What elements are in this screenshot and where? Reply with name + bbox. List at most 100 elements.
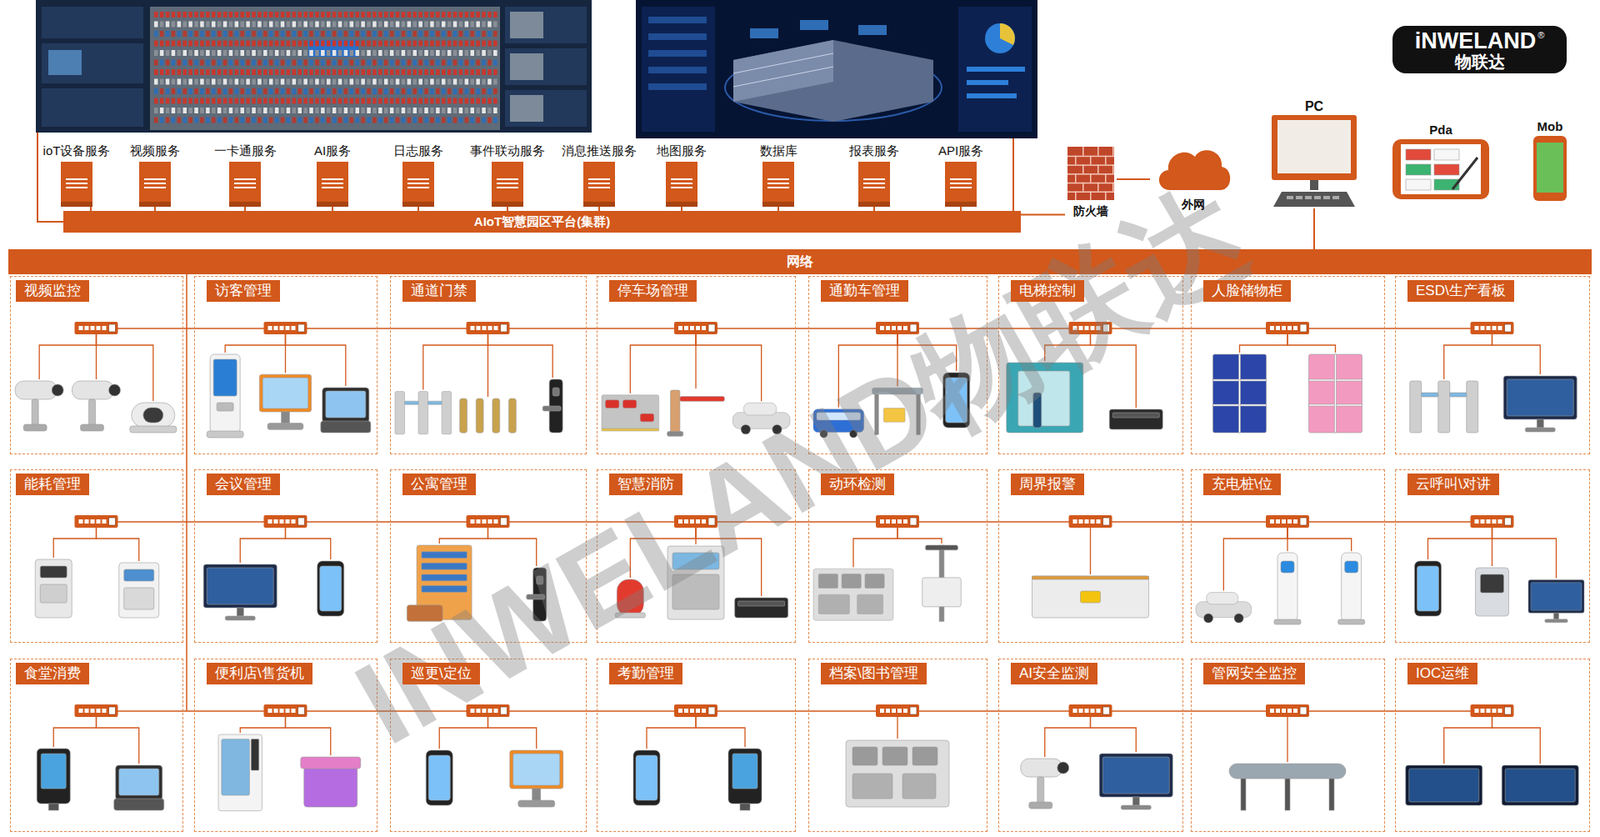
icon-part xyxy=(1452,157,1478,190)
dashboard-screen-part xyxy=(966,80,1009,85)
panel-title: 会议管理 xyxy=(206,473,280,495)
device-icons-part-part xyxy=(552,387,560,396)
device-icons-part-part xyxy=(124,569,155,581)
parking-map-part xyxy=(418,98,423,105)
parking-map-part xyxy=(315,30,320,37)
parking-map-part xyxy=(211,107,216,114)
panel-title: 动环检测 xyxy=(820,473,895,495)
network-switch-part xyxy=(90,708,95,713)
network-switch-part xyxy=(264,321,308,335)
network-switch-part xyxy=(1475,519,1480,524)
network-switch-part xyxy=(1085,708,1090,713)
icon-part xyxy=(1075,191,1077,201)
icon-part xyxy=(491,161,524,207)
device-icons-part-part xyxy=(1018,370,1070,426)
parking-map-part xyxy=(326,69,331,75)
parking-map-part xyxy=(378,30,383,37)
device-icons-part-part xyxy=(131,402,175,428)
device-illustration xyxy=(195,276,376,453)
parking-map-part xyxy=(401,79,406,85)
parking-map-part xyxy=(286,88,291,95)
parking-map-part xyxy=(275,117,280,124)
parking-map-part xyxy=(315,117,320,124)
device-icons xyxy=(406,545,546,621)
parking-map-part xyxy=(430,40,435,47)
device-icons-part-part xyxy=(119,562,160,618)
parking-map-part xyxy=(188,117,193,124)
parking-map-part xyxy=(459,40,464,47)
device-icons-part-part xyxy=(1240,778,1246,810)
device-icons-part-part xyxy=(526,594,545,600)
subsystem-panel: AI安全监测 xyxy=(998,658,1184,832)
parking-map-part xyxy=(378,98,383,105)
service-server: 消息推送服务 xyxy=(557,143,641,207)
device-icons-part-part xyxy=(80,424,105,431)
device-icons-part-part xyxy=(405,400,420,405)
parking-map-part xyxy=(372,30,377,37)
device-wires-part xyxy=(1240,334,1289,353)
parking-map-part xyxy=(223,88,228,95)
device-wires xyxy=(630,334,761,401)
device-wires-part xyxy=(897,334,957,371)
parking-map-part xyxy=(493,21,498,28)
parking-map-part xyxy=(366,69,371,75)
parking-map-part xyxy=(459,50,464,56)
device-icons-part-part xyxy=(1033,392,1042,428)
parking-map-part xyxy=(487,117,492,124)
parking-map-part xyxy=(235,40,240,47)
network-switch xyxy=(264,515,308,528)
subsystem-panel: 通道门禁 xyxy=(390,275,587,455)
parking-map-part xyxy=(257,60,262,66)
service-label: API服务 xyxy=(938,143,984,159)
dashboard-screen-part xyxy=(958,6,1032,132)
icon-part xyxy=(1105,155,1107,165)
parking-map-part xyxy=(205,107,210,114)
network-switch-part xyxy=(1505,517,1512,525)
parking-map-part xyxy=(263,11,268,18)
parking-map-part xyxy=(280,98,285,105)
device-icons-part-part xyxy=(1501,765,1579,805)
device-icons-part-part xyxy=(852,746,878,765)
network-switch-part xyxy=(1293,325,1298,330)
parking-map-part xyxy=(303,30,308,37)
parking-map-part xyxy=(171,98,176,105)
icon xyxy=(858,161,890,207)
parking-map-part xyxy=(470,50,475,56)
parking-map-part xyxy=(286,117,291,124)
network-switch-part xyxy=(1096,708,1101,713)
parking-map-part xyxy=(229,88,234,95)
device-icons-part-part xyxy=(89,399,96,426)
parking-map-part xyxy=(171,107,176,114)
parking-map-part xyxy=(413,30,418,37)
parking-map-part xyxy=(269,107,274,114)
cloud-label: 外网 xyxy=(1181,196,1205,212)
device-icons-part xyxy=(510,750,564,807)
parking-map-part xyxy=(171,50,176,56)
device-icons-part-part xyxy=(428,755,450,800)
parking-map-part xyxy=(257,50,262,56)
network-switch-part xyxy=(897,708,902,713)
device-icons-part-part xyxy=(1080,590,1101,603)
device-wires xyxy=(838,334,956,408)
icon-part xyxy=(1067,164,1115,166)
device-wires-part xyxy=(39,334,96,380)
parking-map-part xyxy=(194,50,199,56)
parking-map-part xyxy=(459,60,464,66)
device-icons-part-part xyxy=(1309,354,1363,433)
parking-map-part xyxy=(286,69,291,75)
parking-map-part xyxy=(470,40,475,47)
subsystem-panel: 视频监控 xyxy=(10,275,184,455)
network-switch-part xyxy=(701,708,706,713)
parking-map-part xyxy=(235,79,240,85)
mobile-terminal: Mob xyxy=(1526,118,1574,203)
parking-map-part xyxy=(418,40,423,47)
device-icons-part-part xyxy=(124,587,155,610)
icon-part xyxy=(1067,146,1115,200)
parking-map-part xyxy=(160,107,165,114)
parking-map-part xyxy=(240,50,245,56)
parking-map-part xyxy=(177,98,182,105)
network-switch-part xyxy=(674,321,718,335)
parking-map-part xyxy=(217,98,222,105)
parking-map-part xyxy=(418,21,423,28)
parking-map-part xyxy=(229,21,234,28)
